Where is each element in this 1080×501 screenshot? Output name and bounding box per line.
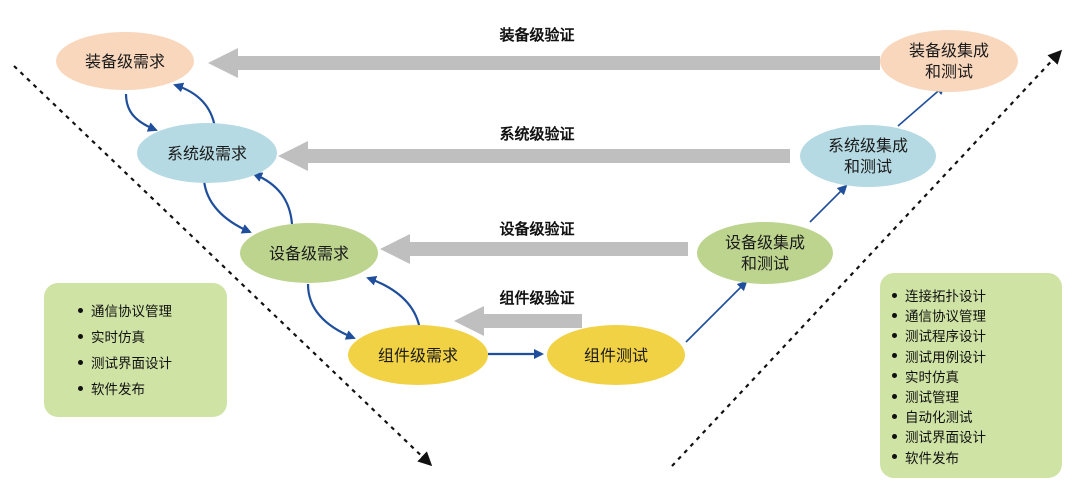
bullet-icon: [892, 373, 897, 379]
device-to-component-arrow: [306, 283, 356, 340]
equipment-to-system-arrow: [124, 93, 158, 132]
bullet-icon: [892, 454, 897, 460]
feature-item: 测试用例设计: [892, 346, 1062, 366]
component-to-device-arrow: [366, 275, 422, 331]
feature-item: 测试界面设计: [892, 426, 1062, 446]
bullet-icon: [78, 307, 83, 313]
device-to-system-arrow: [252, 172, 294, 225]
feature-item: 实时仿真: [892, 366, 1062, 386]
bullet-icon: [78, 385, 83, 391]
feature-item: 实时仿真: [78, 323, 227, 349]
system-requirements-node: 系统级需求: [137, 123, 277, 183]
verification-label-component: 组件级验证: [499, 289, 575, 307]
device-integration-node: 设备级集成 和测试: [697, 222, 833, 284]
verification-arrow-equipment: [208, 48, 880, 78]
bullet-icon: [892, 433, 897, 439]
system-integration-node: 系统级集成 和测试: [800, 125, 936, 187]
verification-arrow-component: [454, 306, 582, 336]
bullet-icon: [892, 332, 897, 338]
component-requirements-node: 组件级需求: [348, 325, 488, 385]
device-integration-label: 设备级集成 和测试: [724, 233, 805, 273]
bullet-icon: [892, 353, 897, 359]
feature-item: 软件发布: [892, 447, 1062, 467]
system-requirements-label: 系统级需求: [166, 143, 247, 163]
decomposition-dotted-arrow: [13, 65, 433, 467]
component-test-to-device-arrow: [685, 280, 748, 343]
left-feature-box: 通信协议管理 实时仿真 测试界面设计 软件发布: [44, 283, 227, 417]
equipment-requirements-node: 装备级需求: [56, 32, 194, 90]
system-integration-label: 系统级集成 和测试: [827, 136, 908, 176]
feature-item: 测试程序设计: [892, 325, 1062, 345]
bullet-icon: [892, 312, 897, 318]
verification-label-equipment: 装备级验证: [499, 26, 575, 44]
verification-arrow-system: [278, 141, 790, 171]
bullet-icon: [78, 359, 83, 365]
bullet-icon: [892, 292, 897, 298]
feature-item: 连接拓扑设计: [892, 285, 1062, 305]
component-test-node: 组件测试: [547, 325, 685, 385]
right-feature-box: 连接拓扑设计 通信协议管理 测试程序设计 测试用例设计 实时仿真 测试管理 自动…: [880, 273, 1062, 478]
feature-item: 软件发布: [78, 375, 227, 401]
equipment-integration-label: 装备级集成 和测试: [908, 41, 989, 81]
verification-label-system: 系统级验证: [499, 125, 575, 143]
bullet-icon: [892, 393, 897, 399]
device-requirements-node: 设备级需求: [240, 223, 378, 283]
component-test-label: 组件测试: [583, 345, 648, 365]
verification-label-device: 设备级验证: [499, 220, 575, 238]
component-requirements-label: 组件级需求: [377, 345, 458, 365]
verification-arrow-device: [380, 234, 688, 264]
system-to-device-arrow: [202, 179, 252, 234]
device-requirements-label: 设备级需求: [268, 243, 349, 263]
equipment-requirements-label: 装备级需求: [84, 51, 165, 71]
left-feature-list: 通信协议管理 实时仿真 测试界面设计 软件发布: [78, 297, 227, 401]
feature-item: 测试管理: [892, 386, 1062, 406]
bullet-icon: [78, 333, 83, 339]
feature-item: 自动化测试: [892, 406, 1062, 426]
system-to-equipment-integration-arrow: [897, 84, 946, 127]
device-to-system-integration-arrow: [809, 184, 848, 223]
feature-item: 通信协议管理: [78, 297, 227, 323]
bullet-icon: [892, 413, 897, 419]
equipment-integration-node: 装备级集成 和测试: [880, 30, 1018, 92]
feature-item: 通信协议管理: [892, 305, 1062, 325]
feature-item: 测试界面设计: [78, 349, 227, 375]
system-to-equipment-arrow: [173, 82, 217, 129]
right-feature-list: 连接拓扑设计 通信协议管理 测试程序设计 测试用例设计 实时仿真 测试管理 自动…: [892, 285, 1062, 467]
